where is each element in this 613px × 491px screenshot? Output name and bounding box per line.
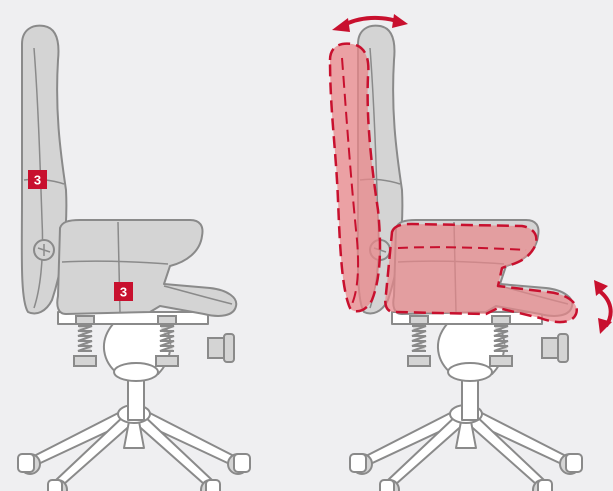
left-chair: 3 3 <box>18 26 250 491</box>
backrest-badge: 3 <box>28 170 47 189</box>
right-chair <box>330 14 612 491</box>
seat-highlight <box>385 224 576 322</box>
svg-text:3: 3 <box>120 285 127 300</box>
left-chair-mechanism <box>58 312 234 420</box>
seat-badge: 3 <box>114 282 133 301</box>
seat-tilt-arrow-icon <box>594 280 612 334</box>
right-chair-mechanism <box>392 312 568 420</box>
left-chair-seat-back <box>22 26 236 316</box>
svg-text:3: 3 <box>34 173 41 188</box>
